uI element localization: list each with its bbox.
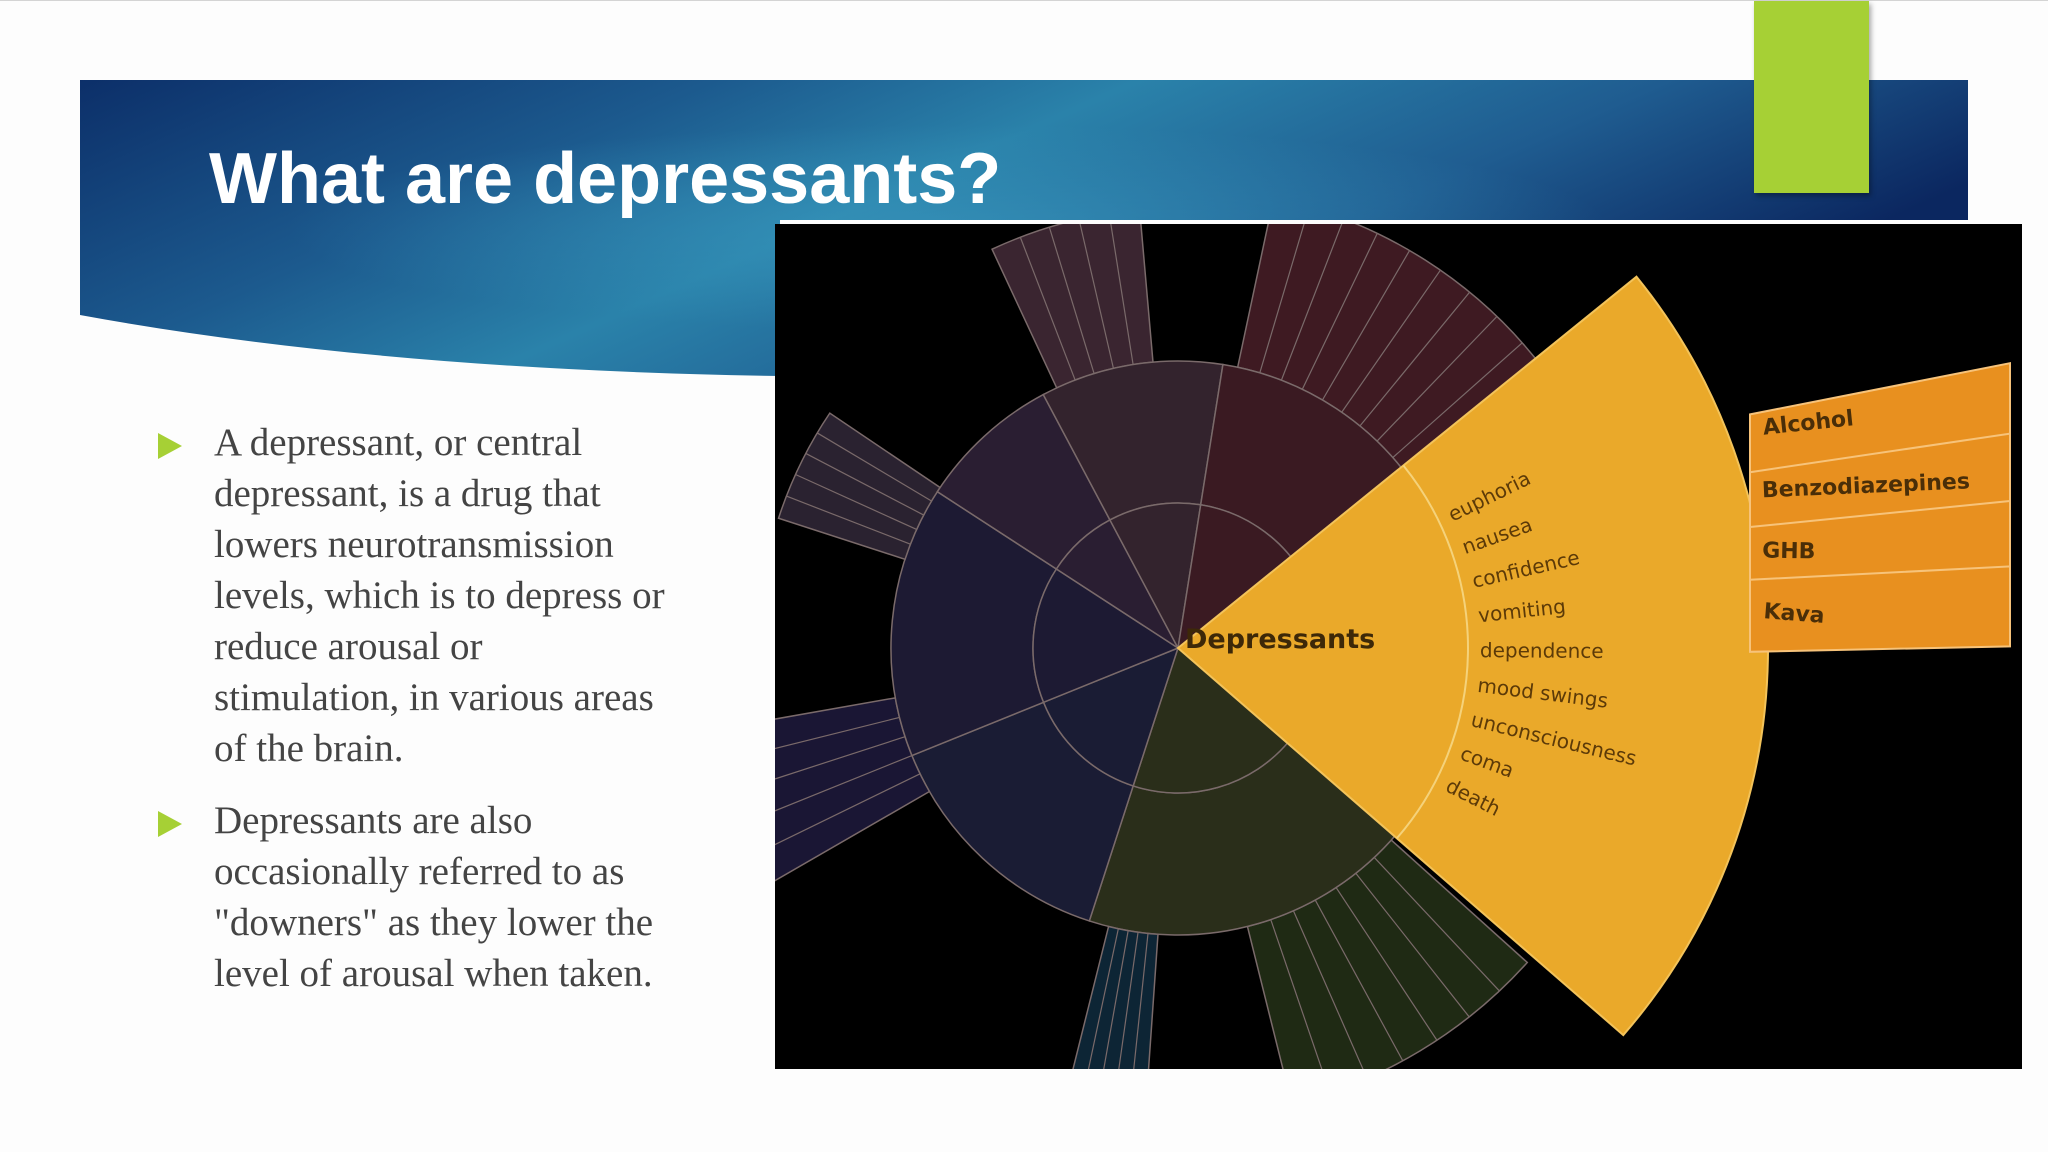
sector-divider [1359,291,1471,427]
ring-boundary [1396,464,1469,839]
bullet-line: stimulation, in various areas [214,676,654,719]
outer-sector [1072,925,1159,1069]
sector-divider [795,473,917,530]
sector-divider [1301,233,1378,390]
sector-divider [1280,224,1343,381]
dimmed-segments [775,224,1547,1069]
inner-sector [1108,502,1202,651]
effect-label: dependence [1480,638,1604,663]
bullet-line: occasionally referred to as [214,850,625,893]
title-banner [80,80,1968,376]
sector-divider [1048,227,1095,374]
inner-sector [1032,567,1180,704]
bullet-item: A depressant, or central depressant, is … [156,417,756,774]
bullet-line: lowers neurotransmission [214,523,614,566]
sector-divider [1335,887,1438,1041]
sector-divider [1103,930,1129,1069]
drug-label: GHB [1762,539,1816,565]
sector-divider [1079,224,1115,369]
sector-divider [1133,933,1149,1069]
sector-divider [1110,224,1134,365]
inner-sector [1132,646,1291,794]
triangle-bullet-icon [158,811,182,837]
sector-divider [1341,269,1441,413]
bullet-text: Depressants are also occasionally referr… [214,795,756,999]
sector-divider [1373,856,1500,992]
sector-divider [1392,342,1523,459]
sector-divider [775,773,921,846]
bullet-line: A depressant, or central [214,421,583,464]
sector-divider [805,452,924,516]
green-accent-tab [1754,1,1869,193]
top-border-line [0,0,2048,1]
sector-divider [1019,237,1076,381]
bullet-line: Depressants are also [214,799,533,842]
sector-divider [786,495,911,545]
outer-sector [777,412,942,561]
sector-divider [1355,872,1470,1018]
sector-divider [1259,224,1305,374]
sector-divider [1292,910,1364,1069]
drug-label: Kava [1763,599,1826,629]
sector-divider [1321,250,1411,401]
sector-divider [1270,919,1323,1069]
bullet-line: levels, which is to depress or [214,574,665,617]
bullet-line: depressant, is a drug that [214,472,601,515]
bullet-line: reduce arousal or [214,625,483,668]
sector-divider [816,432,932,502]
depressants-label: Depressants [1185,624,1375,655]
outer-sector [991,224,1154,389]
bullet-line: level of arousal when taken. [214,952,653,995]
bullet-list: A depressant, or central depressant, is … [156,417,756,1020]
sector-divider [775,716,900,750]
drug-box [1749,565,2011,653]
sector-divider [1376,316,1498,442]
sector-divider [775,754,913,812]
slide-title: What are depressants? [209,139,1002,219]
sector-divider [775,736,906,780]
bullet-item: Depressants are also occasionally referr… [156,795,756,999]
sector-divider [1314,899,1404,1062]
depressants-segment [1176,275,1769,1037]
triangle-bullet-icon [158,433,182,459]
sector-divider [1087,928,1119,1069]
bullet-text: A depressant, or central depressant, is … [214,417,756,774]
bullet-line: of the brain. [214,727,404,770]
outer-sector [775,696,931,882]
inner-sector [1042,646,1180,787]
sector-divider [1118,932,1139,1069]
bullet-line: "downers" as they lower the [214,901,654,944]
